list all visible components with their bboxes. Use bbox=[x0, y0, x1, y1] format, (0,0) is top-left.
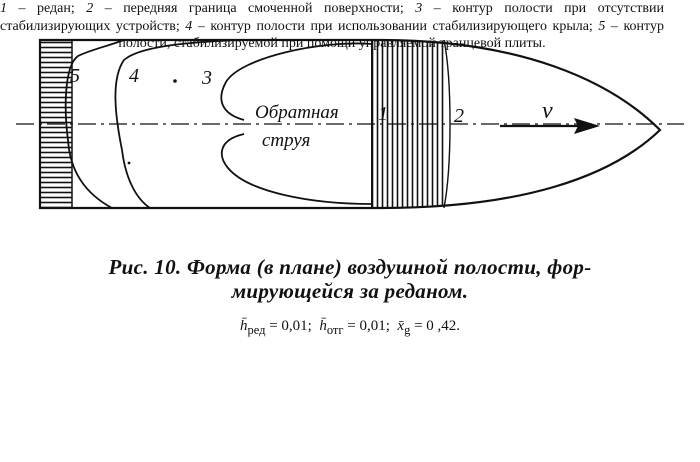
legend-num: 5 bbox=[598, 18, 606, 34]
reverse-jet-label-line2: струя bbox=[262, 130, 310, 151]
dot-mark bbox=[173, 79, 177, 83]
cavity-contour-3 bbox=[220, 42, 373, 121]
cavity-contour-3-lower bbox=[220, 133, 373, 205]
figure-caption-title: Рис. 10. Форма (в плане) воздушной полос… bbox=[0, 255, 700, 303]
reverse-jet-label-line1: Обратная bbox=[255, 102, 339, 123]
param-h-otg-symbol: h̄ bbox=[319, 318, 327, 334]
label-contour-3: 3 bbox=[201, 67, 212, 89]
param-h-otg-value: = 0,01; bbox=[347, 318, 390, 334]
legend-text: – контур полости при отсутствии стабилиз… bbox=[0, 1, 665, 34]
cavity-plan-diagram: 5 4 3 1 2 v Обратная струя bbox=[16, 38, 684, 210]
caption-title-line2: мирующейся за реданом. bbox=[231, 279, 469, 303]
dot-mark bbox=[127, 161, 131, 165]
label-contour-4: 4 bbox=[129, 65, 139, 87]
label-contour-5: 5 bbox=[70, 65, 80, 87]
legend-num: 4 bbox=[185, 18, 193, 34]
param-x-g-value: = 0 ,42. bbox=[414, 318, 461, 334]
front-boundary-2 bbox=[443, 39, 451, 209]
label-velocity: v bbox=[542, 98, 553, 124]
cavity-contour-4 bbox=[114, 39, 241, 209]
legend-text: – передняя граница смоченной поверхности… bbox=[93, 1, 416, 16]
param-x-g-symbol: x̄ bbox=[397, 318, 405, 334]
legend-num: 2 bbox=[86, 1, 94, 16]
legend-text: – редан; bbox=[7, 1, 87, 16]
velocity-arrow-head bbox=[574, 118, 600, 134]
label-front-boundary-2: 2 bbox=[454, 105, 464, 127]
param-h-red-symbol: h̄ bbox=[239, 318, 248, 334]
legend-num: 3 bbox=[415, 1, 423, 16]
legend-text: – контур полости при использовании стаби… bbox=[192, 18, 599, 34]
figure-caption-params: h̄ред = 0,01; h̄отг = 0,01; x̄g = 0 ,42. bbox=[0, 316, 700, 340]
cavity-contour-5 bbox=[64, 39, 125, 209]
param-x-g-sub: g bbox=[404, 323, 411, 337]
param-h-otg-sub: отг bbox=[326, 323, 344, 337]
param-h-red-value: = 0,01; bbox=[269, 318, 312, 334]
legend-num: 1 bbox=[0, 1, 7, 16]
label-step-1: 1 bbox=[378, 103, 388, 125]
caption-title-line1: Рис. 10. Форма (в плане) воздушной полос… bbox=[108, 255, 592, 279]
hull-outline bbox=[38, 38, 662, 210]
param-h-red-sub: ред bbox=[247, 323, 266, 337]
